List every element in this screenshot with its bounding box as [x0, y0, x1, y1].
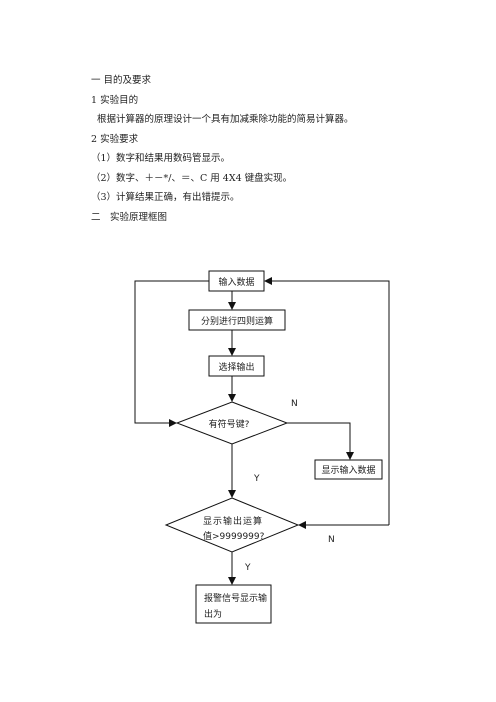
requirement-3: （3）计算结果正确，有出错提示。 — [91, 192, 240, 203]
label-n-overflow: N — [328, 535, 335, 545]
show-input-box — [314, 459, 383, 480]
show-input-label: 显示输入数据 — [321, 464, 375, 476]
loop-overflow-to-input — [264, 277, 390, 525]
arrow-n-to-show-input — [287, 422, 354, 460]
alarm-line1: 报警信号显示输 — [204, 592, 267, 604]
overflow-decision-line1: 显示输出运算 — [203, 515, 263, 527]
label-y-overflow: Y — [244, 563, 251, 573]
alarm-box — [195, 584, 272, 624]
section2-title: 二 实验原理框图 — [91, 212, 168, 223]
label-n-sign: N — [291, 399, 298, 409]
sign-key-decision-label: 有符号键? — [209, 418, 250, 430]
select-output-box — [208, 355, 265, 377]
loop-input-to-decision — [134, 280, 209, 427]
select-output-label: 选择输出 — [218, 361, 254, 373]
subsection2-title: 2 实验要求 — [91, 134, 139, 145]
purpose-text: 根据计算器的原理设计一个具有加减乘除功能的简易计算器。 — [97, 114, 354, 125]
input-data-label: 输入数据 — [218, 276, 254, 288]
subsection1-title: 1 实验目的 — [91, 95, 139, 106]
requirement-1: （1）数字和结果用数码管显示。 — [91, 153, 231, 164]
requirement-2: （2）数字、＋－*/、＝、C 用 4X4 键盘实现。 — [91, 173, 293, 184]
overflow-decision-line2: 值>9999999? — [203, 530, 265, 542]
alarm-line2: 出为 — [204, 608, 222, 620]
four-operations-box — [188, 309, 286, 331]
section1-title: 一 目的及要求 — [91, 75, 152, 86]
four-operations-label: 分别进行四则运算 — [201, 315, 273, 327]
label-y-sign: Y — [253, 474, 260, 484]
